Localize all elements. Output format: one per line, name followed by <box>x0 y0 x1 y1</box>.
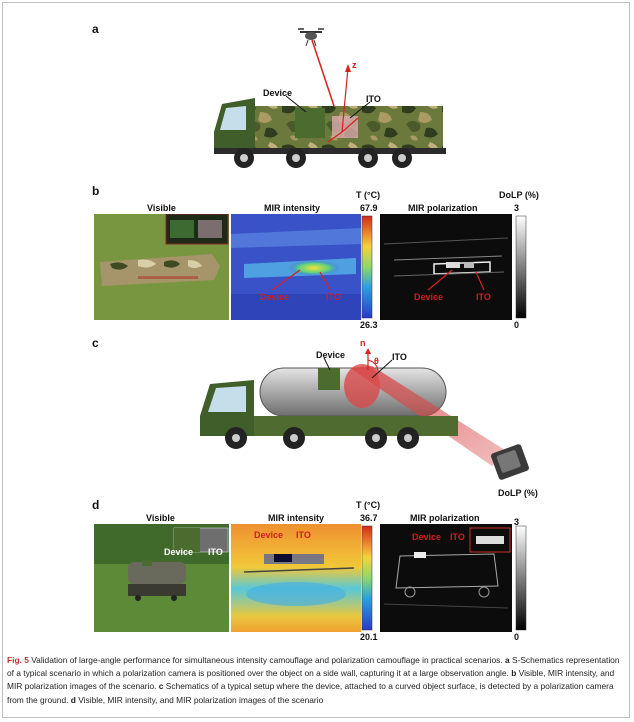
panel-a-letter: a <box>92 22 99 36</box>
panel-b-images <box>94 214 527 320</box>
panel-b-temp-colorbar <box>361 215 373 319</box>
panel-b-dolp-min: 0 <box>514 320 520 330</box>
caption-letter-c: c <box>158 681 164 692</box>
panel-d-intensity-image <box>231 524 361 632</box>
panel-a-device-label: Device <box>263 88 293 98</box>
panel-d-visible-photo <box>94 524 229 632</box>
panel-a-ito-label: ITO <box>366 94 381 104</box>
panel-d-visible-title: Visible <box>146 513 175 523</box>
panel-d-letter: d <box>92 498 100 512</box>
panel-d-visible-device: Device <box>164 547 194 557</box>
caption-letter-d: d <box>70 694 76 705</box>
panel-d-temp-colorbar <box>361 525 373 631</box>
panel-d-intensity-device: Device <box>254 530 284 540</box>
caption-text-3: Visible, MIR intensity, and MIR polariza… <box>7 668 615 692</box>
truck-flatbed <box>200 416 458 436</box>
caption-text-4: Schematics of a typical setup where the … <box>7 681 614 705</box>
panel-b-polarization-title: MIR polarization <box>408 203 478 213</box>
panel-b-intensity-title: MIR intensity <box>264 203 321 213</box>
panel-c-letter: c <box>92 336 99 350</box>
panel-d-dolp-colorbar <box>515 525 527 631</box>
panel-b-visible-title: Visible <box>147 203 176 213</box>
panel-c-angle-label: θ <box>374 356 379 366</box>
panel-b-temp-min: 26.3 <box>360 320 378 330</box>
panel-b-polarization-image <box>380 214 512 320</box>
panel-b-temp-unit: T (°C) <box>356 190 381 200</box>
device-patch <box>318 368 340 390</box>
panel-d-intensity-title: MIR intensity <box>268 513 325 523</box>
panel-b-visible-photo <box>94 214 229 320</box>
panel-d-dolp-min: 0 <box>514 632 520 642</box>
panel-b-intensity-device: Device <box>260 292 290 302</box>
drone-icon <box>298 28 324 47</box>
panel-d-temp-unit: T (°C) <box>356 500 381 510</box>
panel-b-letter: b <box>92 184 100 198</box>
ito-patch <box>332 116 358 138</box>
caption-figure-number: Fig. 5 <box>7 655 29 665</box>
panel-d-intensity-ito: ITO <box>296 530 311 540</box>
panel-b-dolp-max: 3 <box>514 203 520 213</box>
caption-letter-a: a <box>504 655 510 665</box>
panel-a-truck-schematic <box>214 28 446 168</box>
panel-c-tanker-schematic <box>200 348 529 480</box>
panel-b-dolp-colorbar <box>515 215 527 319</box>
figure-caption: Fig. 5 Validation of large-angle perform… <box>7 654 625 707</box>
panel-b-intensity-image <box>231 214 361 320</box>
caption-text-2: S-Schematics representation of a typical… <box>7 655 620 679</box>
panel-b-dolp-unit: DoLP (%) <box>499 190 539 200</box>
panel-d-polarization-image <box>380 524 512 632</box>
caption-text-5: Visible, MIR intensity, and MIR polariza… <box>75 694 324 705</box>
panel-d-temp-max: 36.7 <box>360 513 378 523</box>
panel-c-ito-label: ITO <box>392 352 407 362</box>
panel-d-images <box>94 524 527 632</box>
polarization-camera-icon <box>491 444 529 480</box>
panel-b-polarization-device: Device <box>414 292 444 302</box>
panel-b-temp-max: 67.9 <box>360 203 378 213</box>
panel-d-temp-min: 20.1 <box>360 632 378 642</box>
panel-d-polarization-ito: ITO <box>450 532 465 542</box>
panel-b-polarization-ito: ITO <box>476 292 491 302</box>
panel-a-axis-z: z <box>352 60 357 70</box>
panel-d-visible-ito: ITO <box>208 547 223 557</box>
panel-c-device-label: Device <box>316 350 346 360</box>
panel-c-camera-label: DoLP (%) <box>498 488 538 498</box>
panel-d-polarization-device: Device <box>412 532 442 542</box>
panel-c-normal-label: n <box>360 338 366 348</box>
panel-d-polarization-title: MIR polarization <box>410 513 480 523</box>
panel-d-dolp-max: 3 <box>514 517 520 527</box>
device-patch <box>295 108 325 138</box>
panel-b-intensity-ito: ITO <box>326 292 341 302</box>
caption-letter-b: b <box>511 668 517 679</box>
caption-text-1: Validation of large-angle performance fo… <box>28 655 505 665</box>
